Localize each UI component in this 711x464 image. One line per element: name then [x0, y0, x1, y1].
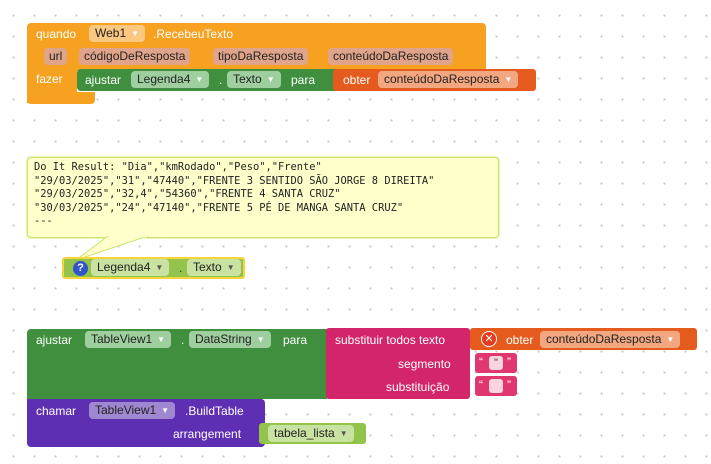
call-component-name: TableView1	[95, 403, 157, 417]
quote-close: ”	[507, 378, 511, 392]
getter-property-dropdown[interactable]: Texto ▼	[187, 259, 241, 276]
tableview1-component-dropdown[interactable]: TableView1 ▼	[85, 331, 172, 348]
method-name: .BuildTable	[185, 404, 244, 418]
replacement-label: substituição	[386, 380, 450, 394]
set-tableview1-datastring-block[interactable]	[27, 329, 327, 399]
chevron-down-icon: ▼	[339, 429, 348, 438]
web1-component-name: Web1	[95, 26, 127, 40]
call-label: chamar	[36, 404, 77, 418]
param-url[interactable]: url	[44, 48, 68, 65]
get2-variable-name: conteúdoDaResposta	[546, 332, 662, 346]
quote-close: ”	[507, 355, 511, 369]
replacement-text-block[interactable]: “ ”	[475, 376, 517, 396]
getter-component-dropdown[interactable]: Legenda4 ▼	[91, 259, 170, 276]
event-block-bottom[interactable]	[27, 92, 95, 104]
chevron-down-icon: ▼	[666, 335, 675, 344]
replace-all-text-block[interactable]	[326, 328, 470, 399]
chevron-down-icon: ▼	[157, 335, 166, 344]
tabela-lista-dropdown[interactable]: tabela_lista ▼	[268, 425, 354, 442]
param-codigo-de-resposta[interactable]: códigoDeResposta	[79, 48, 191, 65]
chevron-down-icon: ▼	[161, 406, 170, 415]
help-icon[interactable]: ?	[73, 261, 88, 276]
datastring-property-name: DataString	[195, 332, 252, 346]
chevron-down-icon: ▼	[504, 75, 513, 84]
get2-variable-dropdown[interactable]: conteúdoDaResposta ▼	[540, 331, 681, 348]
get-variable-name: conteúdoDaResposta	[384, 72, 500, 86]
legenda4-component-name: Legenda4	[137, 72, 191, 86]
replacement-text-field[interactable]	[489, 379, 503, 393]
segment-label: segmento	[398, 357, 451, 371]
getter-component-name: Legenda4	[97, 260, 151, 274]
tv-set-label: ajustar	[36, 333, 73, 347]
get-label: obter	[343, 73, 371, 87]
tv-to-label: para	[283, 333, 308, 347]
chevron-down-icon: ▼	[256, 335, 265, 344]
replace-label: substituir todos texto	[335, 333, 446, 347]
quote-open: “	[479, 355, 483, 369]
event-name: .RecebeuTexto	[153, 27, 234, 41]
tabela-lista-name: tabela_lista	[274, 426, 335, 440]
texto-property-dropdown[interactable]: Texto ▼	[227, 71, 281, 88]
comment-tail	[75, 236, 149, 261]
getter-property-name: Texto	[193, 260, 222, 274]
when-label: quando	[36, 27, 77, 41]
segment-text-block[interactable]: “ " ”	[475, 353, 517, 373]
web1-component-dropdown[interactable]: Web1 ▼	[89, 25, 146, 42]
call-component-dropdown[interactable]: TableView1 ▼	[89, 402, 176, 419]
dot-separator: .	[219, 73, 223, 87]
chevron-down-icon: ▼	[131, 29, 140, 38]
get-variable-dropdown[interactable]: conteúdoDaResposta ▼	[378, 71, 519, 88]
comment-line-5: ---	[34, 215, 53, 227]
chevron-down-icon: ▼	[266, 75, 275, 84]
chevron-down-icon: ▼	[226, 263, 235, 272]
chevron-down-icon: ▼	[155, 263, 164, 272]
tableview1-component-name: TableView1	[91, 332, 153, 346]
comment-line-1: Do It Result: "Dia","kmRodado","Peso","F…	[34, 161, 322, 173]
do-it-result-comment[interactable]: Do It Result: "Dia","kmRodado","Peso","F…	[27, 157, 499, 238]
get2-label: obter	[506, 333, 534, 347]
do-label: fazer	[36, 72, 63, 86]
dot-separator: .	[179, 261, 183, 275]
comment-line-3: "29/03/2025","32,4","54360","FRENTE 4 SA…	[34, 188, 341, 200]
param-tipo-da-resposta[interactable]: tipoDaResposta	[213, 48, 309, 65]
chevron-down-icon: ▼	[195, 75, 204, 84]
set-label: ajustar	[85, 73, 122, 87]
segment-text-field[interactable]: "	[489, 356, 503, 370]
to-label: para	[291, 73, 316, 87]
param-conteudo-da-resposta[interactable]: conteúdoDaResposta	[328, 48, 454, 65]
arrangement-label: arrangement	[173, 427, 242, 441]
texto-property-name: Texto	[233, 72, 262, 86]
legenda4-component-dropdown[interactable]: Legenda4 ▼	[131, 71, 210, 88]
dot-separator: .	[181, 333, 185, 347]
comment-line-4: "30/03/2025","24","47140","FRENTE 5 PÉ D…	[34, 201, 404, 214]
comment-line-2: "29/03/2025","31","47440","FRENTE 3 SENT…	[34, 174, 435, 187]
quote-open: “	[479, 378, 483, 392]
datastring-property-dropdown[interactable]: DataString ▼	[189, 331, 271, 348]
segment-text-value: "	[494, 357, 498, 369]
error-x-icon[interactable]: ✕	[481, 331, 497, 347]
